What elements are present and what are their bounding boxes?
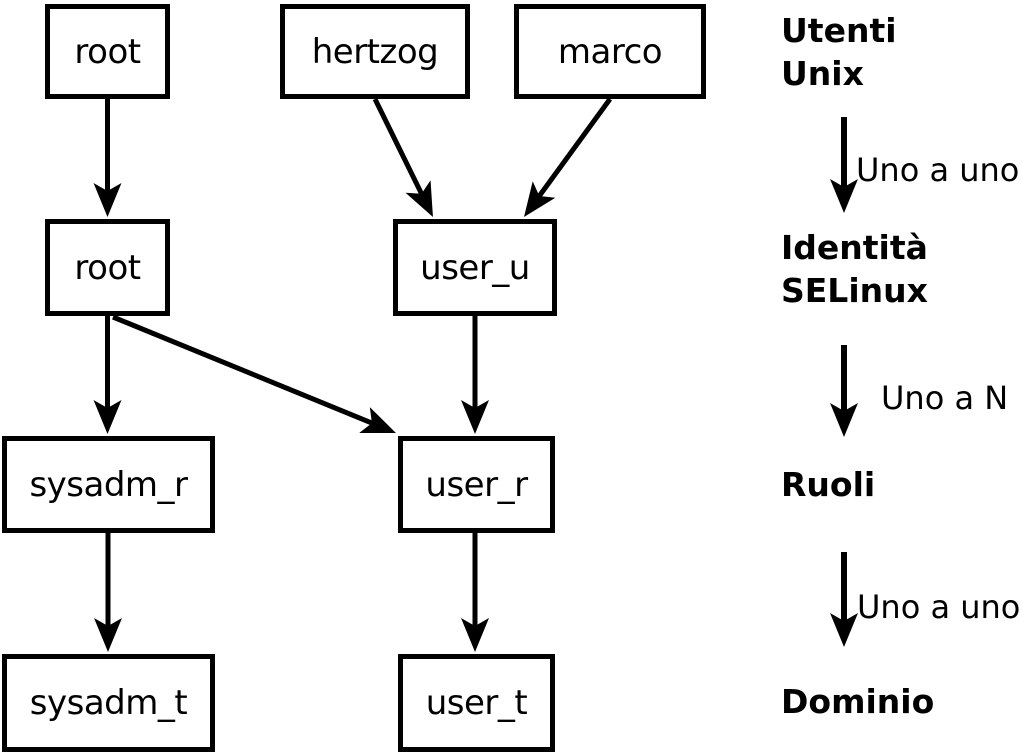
- node-unix-root: root: [45, 4, 170, 99]
- node-unix-marco: marco: [514, 4, 706, 99]
- node-selinux-user_u: user_u: [393, 219, 557, 316]
- node-role-sysadm_r: sysadm_r: [2, 436, 215, 533]
- node-label: root: [74, 247, 141, 288]
- node-label: sysadm_r: [29, 464, 188, 505]
- node-label: user_r: [425, 464, 528, 505]
- legend-caption-uno-a-uno-1: Uno a uno: [856, 151, 1020, 189]
- node-domain-sysadm_t: sysadm_t: [2, 654, 215, 752]
- edge-hertzog-to-user_u: [372, 97, 433, 218]
- node-label: marco: [557, 31, 663, 72]
- legend-caption-uno-a-n: Uno a N: [881, 379, 1009, 417]
- node-label: root: [74, 31, 141, 72]
- node-label: sysadm_t: [29, 683, 188, 723]
- node-role-user_r: user_r: [398, 436, 555, 533]
- node-label: user_t: [425, 683, 528, 723]
- node-label: user_u: [420, 247, 530, 288]
- node-label: hertzog: [311, 31, 439, 72]
- legend-level-utenti-unix: Utenti Unix: [781, 11, 897, 93]
- legend-caption-uno-a-uno-2: Uno a uno: [857, 588, 1021, 626]
- legend-level-identita-selinux: Identità SELinux: [781, 228, 928, 310]
- legend-level-dominio: Dominio: [781, 682, 935, 721]
- legend-level-ruoli: Ruoli: [781, 465, 876, 504]
- node-unix-hertzog: hertzog: [280, 4, 470, 99]
- node-domain-user_t: user_t: [398, 654, 555, 752]
- node-selinux-root: root: [45, 219, 170, 316]
- edge-root-to-user_r: [112, 314, 396, 434]
- edge-marco-to-user_u: [523, 97, 613, 218]
